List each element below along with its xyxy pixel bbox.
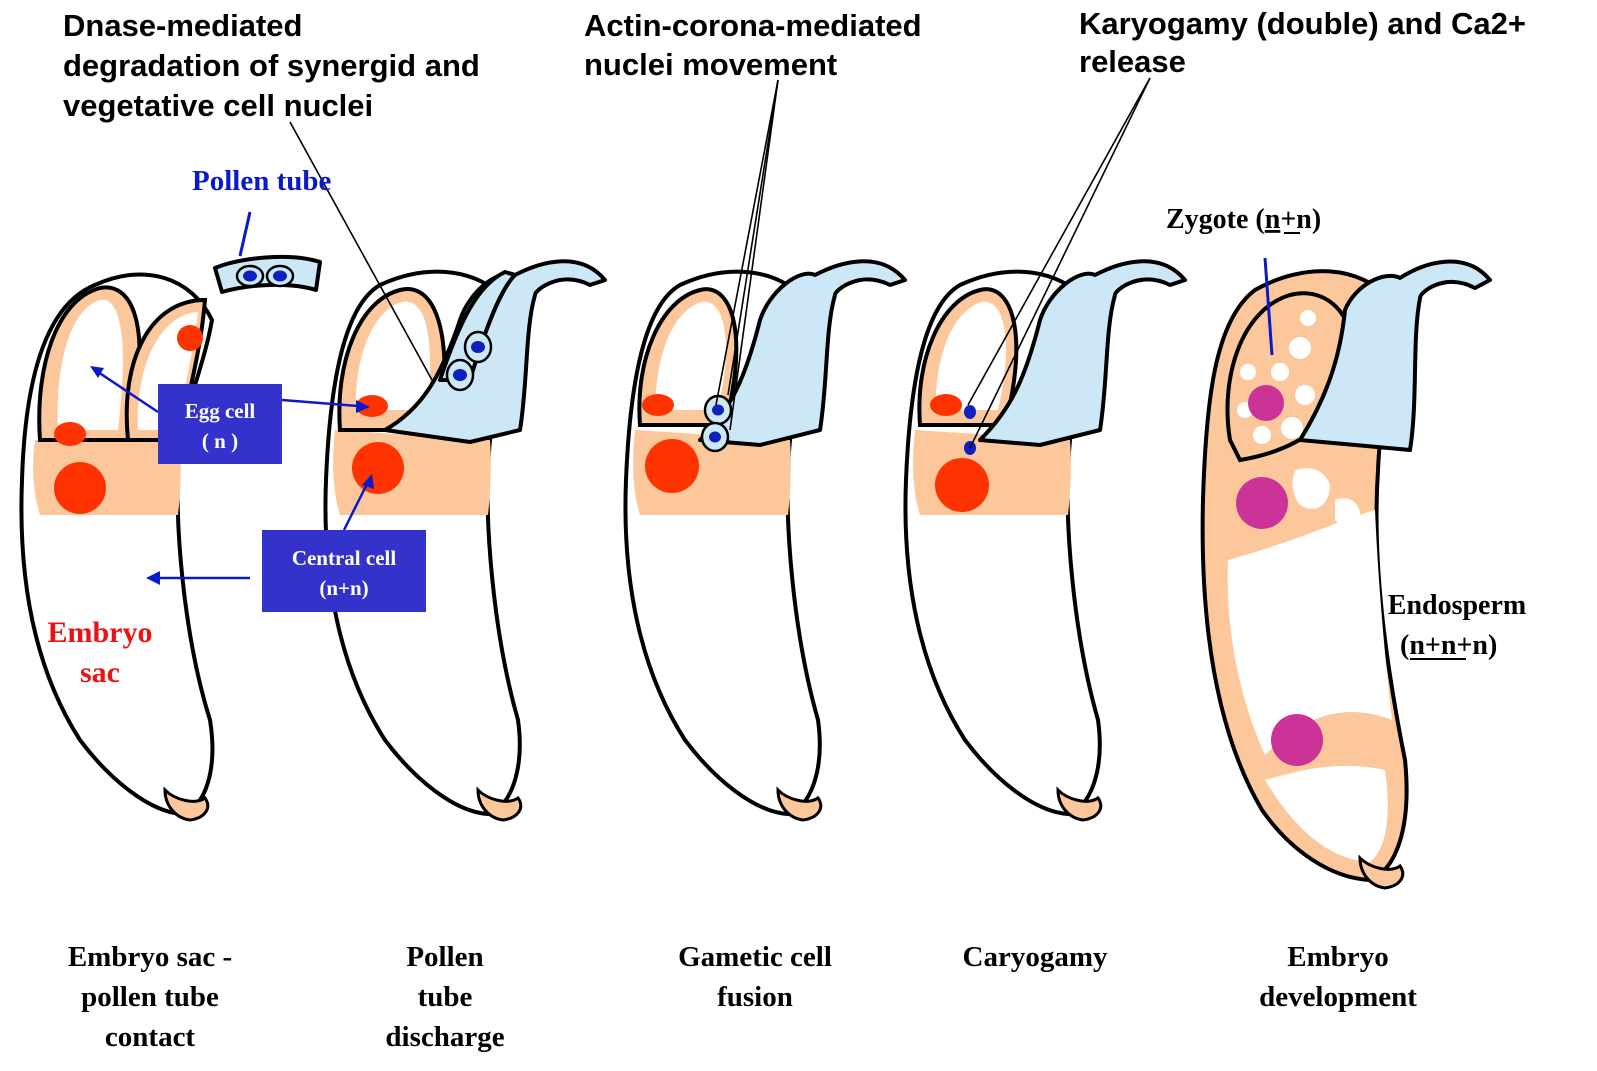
endosperm-nucleus-1 bbox=[1236, 477, 1288, 529]
central-nucleus-1 bbox=[54, 462, 106, 514]
svg-text:Dnase-mediated: Dnase-mediated bbox=[63, 8, 302, 43]
svg-text:tube: tube bbox=[418, 981, 473, 1013]
embryo-sac-4 bbox=[905, 261, 1185, 820]
egg-cell-box: Egg cell ( n ) bbox=[158, 384, 282, 464]
heading-dnase: Dnase-mediated degradation of synergid a… bbox=[63, 8, 480, 123]
caption-1: Embryo sac - pollen tube contact bbox=[68, 941, 232, 1053]
caption-3: Gametic cell fusion bbox=[678, 941, 832, 1013]
embryo-sac-5 bbox=[1203, 262, 1490, 888]
svg-text:Caryogamy: Caryogamy bbox=[963, 941, 1108, 973]
heading-actin: Actin-corona-mediated nuclei movement bbox=[584, 8, 922, 82]
endosperm-label: Endosperm bbox=[1388, 590, 1526, 621]
caption-2: Pollen tube discharge bbox=[385, 941, 504, 1053]
embryo-sac-label-1: Embryo bbox=[48, 616, 153, 649]
svg-text:Embryo: Embryo bbox=[1287, 941, 1389, 973]
central-cell-label: Central cell bbox=[292, 546, 397, 570]
svg-text:fusion: fusion bbox=[717, 981, 793, 1013]
egg-nucleus-1 bbox=[54, 422, 86, 446]
svg-text:contact: contact bbox=[105, 1021, 196, 1053]
endosperm-ploidy: (n+n+n) bbox=[1400, 630, 1497, 661]
central-cell-box: Central cell (n+n) bbox=[262, 530, 426, 612]
synergid-nucleus-1 bbox=[177, 325, 203, 351]
embryo-sac-3 bbox=[625, 261, 905, 820]
pollen-tube-label: Pollen tube bbox=[192, 165, 331, 197]
svg-text:vegetative cell nuclei: vegetative cell nuclei bbox=[63, 88, 373, 123]
svg-text:Actin-corona-mediated: Actin-corona-mediated bbox=[584, 8, 922, 43]
embryo-sac-label-2: sac bbox=[80, 656, 120, 689]
egg-cell-ploidy: ( n ) bbox=[202, 429, 238, 453]
endosperm-nucleus-2 bbox=[1271, 714, 1323, 766]
zygote-nucleus bbox=[1248, 385, 1284, 421]
zygote-label: Zygote (n+n) bbox=[1166, 204, 1321, 235]
svg-text:Embryo sac -: Embryo sac - bbox=[68, 941, 232, 973]
caption-4: Caryogamy bbox=[963, 941, 1108, 973]
egg-cell-label: Egg cell bbox=[185, 399, 256, 423]
svg-text:degradation of synergid and: degradation of synergid and bbox=[63, 48, 480, 83]
svg-text:discharge: discharge bbox=[385, 1021, 504, 1053]
central-cell-ploidy: (n+n) bbox=[319, 576, 368, 600]
heading-karyogamy: Karyogamy (double) and Ca2+ release bbox=[1079, 6, 1526, 79]
svg-text:Pollen: Pollen bbox=[406, 941, 483, 973]
pollen-tube-pointer bbox=[240, 212, 250, 256]
pollen-tube-fragment bbox=[215, 257, 320, 292]
svg-text:development: development bbox=[1259, 981, 1417, 1013]
svg-text:Gametic cell: Gametic cell bbox=[678, 941, 832, 973]
embryo-sac-1 bbox=[21, 274, 212, 820]
svg-text:Karyogamy (double) and Ca2+: Karyogamy (double) and Ca2+ bbox=[1079, 6, 1526, 41]
svg-text:release: release bbox=[1079, 44, 1186, 79]
svg-text:pollen tube: pollen tube bbox=[81, 981, 219, 1013]
caption-5: Embryo development bbox=[1259, 941, 1417, 1013]
svg-text:nuclei movement: nuclei movement bbox=[584, 47, 837, 82]
